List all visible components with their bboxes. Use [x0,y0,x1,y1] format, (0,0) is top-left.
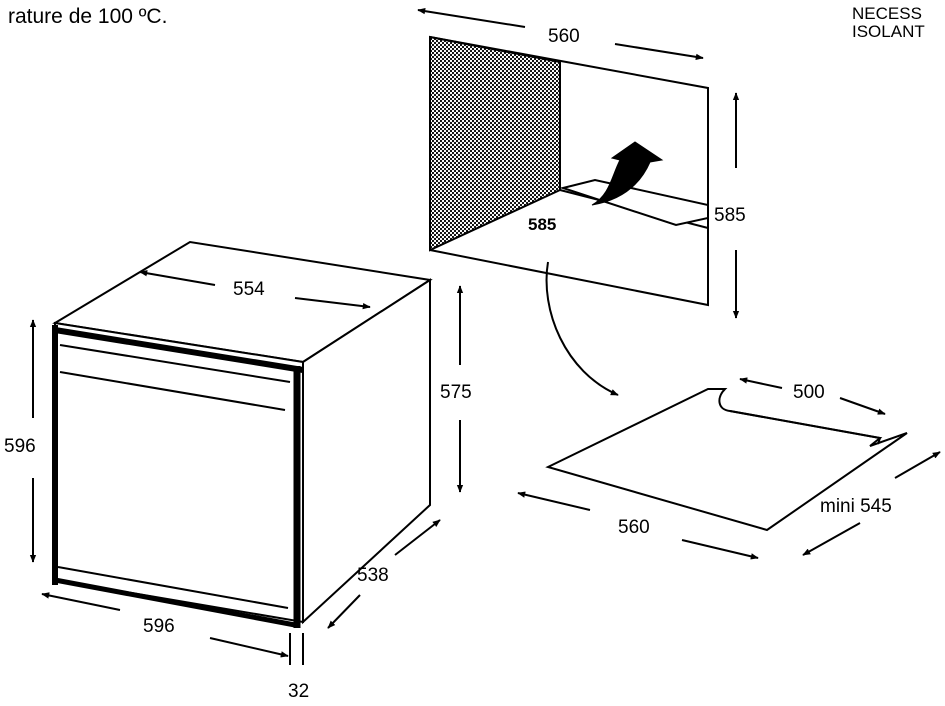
oven-front-rim-top [54,327,304,373]
cabinet-width-label: 560 [548,26,580,47]
floor-depth-label: mini 545 [820,496,892,517]
door-thickness-label: 32 [288,681,310,702]
cabinet-dimension-arrows [417,7,740,396]
arrow-floor-depth-top [894,451,941,479]
intro-text-fragment: rature de 100 ºC. [8,5,168,28]
airflow-arrow-icon [591,141,664,206]
heading-fragment-line2: ISOLANT [852,22,925,41]
oven-front-width-label: 596 [143,616,175,637]
oven-door-top [59,371,286,411]
floor-plate [545,388,908,532]
cabinet-depth-label: 585 [528,215,557,234]
cabinet-height-label: 585 [714,205,746,226]
arrow-cabinet-to-floor [545,261,619,396]
heading-fragment-line1: NECESS [852,4,922,23]
arrow-oven-width-right [209,637,289,658]
oven-door-bottom [57,566,289,609]
floor-plate-outline [545,388,908,532]
floor-dimension-arrows [517,377,941,560]
arrow-cabinet-width-left [417,7,526,28]
oven-front [54,321,304,624]
floor-width-label: 560 [618,517,650,538]
arrow-floor-width-right [681,539,759,560]
arrow-cabinet-width-right [614,43,704,61]
oven-height-right-label: 575 [440,382,472,403]
oven-body [52,240,433,628]
arrow-floor-width-left [517,491,591,511]
floor-cutout [729,410,882,445]
oven-control-band [59,344,291,383]
arrow-oven-depth-top [394,519,441,556]
oven-depth-label: 538 [357,565,389,586]
oven-height-left-label: 596 [4,436,36,457]
arrow-oven-width-left [41,592,121,611]
cabinet-recess [429,35,709,307]
oven-front-base [54,577,296,628]
cabinet-outline [429,36,709,307]
oven-top-width-label: 554 [233,279,265,300]
arrow-cutout-right [839,397,886,415]
arrow-oven-depth-bottom [327,594,361,629]
arrow-oven-top-left [139,270,216,286]
cabinet-shelf-slot [559,178,709,227]
arrow-floor-depth-bottom [802,522,861,556]
arrow-oven-top-right [294,297,371,310]
oven-dimension-arrows [29,270,464,665]
floor-cutout-width-label: 500 [793,382,825,403]
arrow-cutout-left [739,377,783,389]
